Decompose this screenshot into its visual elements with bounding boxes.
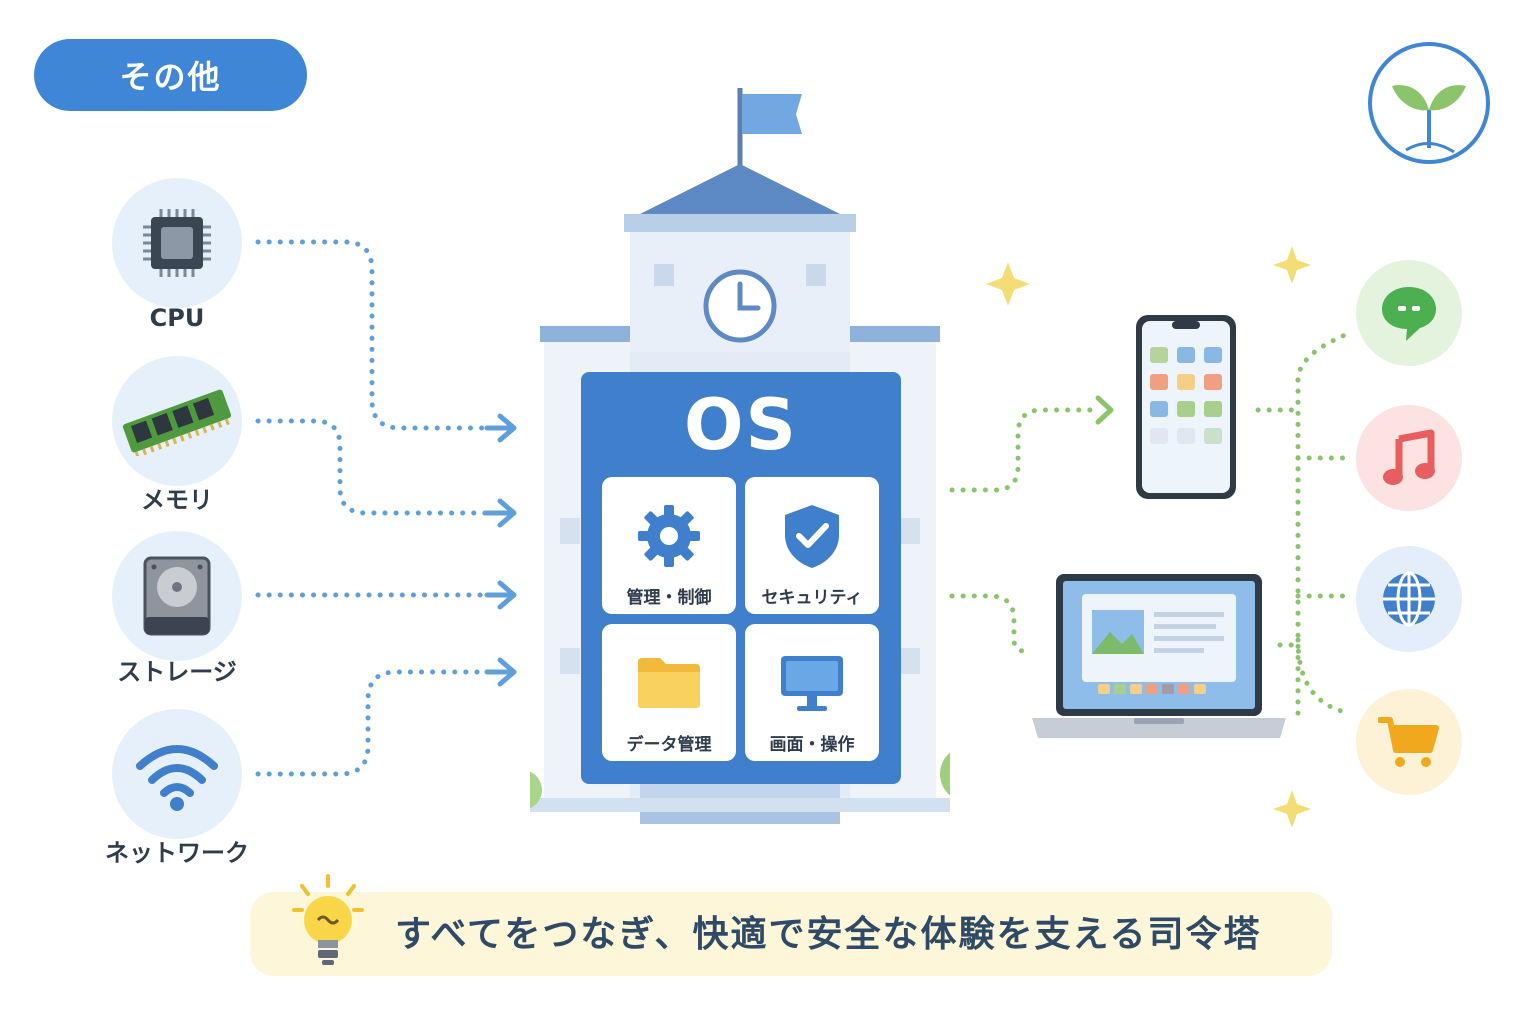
cpu-arrowhead [484, 413, 517, 443]
function-tile-security: セキュリティ [745, 477, 879, 614]
cpu-node [112, 178, 242, 308]
summary-message: すべてをつなぎ、快適で安全な体験を支える司令塔 [395, 914, 1262, 955]
network-label: ネットワーク [105, 839, 249, 867]
shopping-cart-icon [1378, 717, 1439, 767]
function-label-management: 管理・制御 [626, 588, 712, 608]
function-tile-display: 画面・操作 [745, 624, 879, 761]
function-label-display: 画面・操作 [769, 735, 855, 755]
network-arrowhead [484, 657, 517, 687]
memory-module-icon [122, 389, 232, 456]
sparkle-icon [1273, 790, 1311, 828]
category-tag: その他 [34, 39, 307, 111]
music-note-icon [1383, 429, 1435, 485]
hard-disk-icon [143, 556, 211, 636]
globe-icon [1383, 571, 1435, 627]
wifi-icon [136, 745, 218, 811]
cpu-chip-icon [143, 209, 211, 277]
summary-banner [250, 892, 1332, 976]
app-chat [1356, 260, 1462, 366]
chat-branch [1295, 332, 1348, 383]
app-shopping [1356, 689, 1462, 795]
function-tile-data: データ管理 [602, 624, 736, 761]
memory-node [112, 356, 242, 486]
lightbulb-icon [292, 874, 364, 965]
cpu-label: CPU [149, 304, 205, 332]
chat-bubble-icon [1382, 287, 1436, 341]
phone-arrowhead [1095, 395, 1114, 425]
memory-connector [255, 418, 488, 516]
gear-icon [638, 505, 700, 567]
tree-icon [940, 752, 950, 796]
sparkle-icon [1273, 246, 1311, 284]
storage-label: ストレージ [117, 658, 237, 686]
folder-icon [638, 658, 700, 708]
app-music [1356, 405, 1462, 511]
network-connector [255, 669, 488, 777]
app-web [1356, 546, 1462, 652]
os-title: OS [684, 384, 798, 466]
memory-arrowhead [484, 498, 517, 528]
laptop-icon [1032, 574, 1286, 738]
monitor-icon [781, 656, 843, 711]
smartphone-icon [1136, 315, 1236, 499]
storage-node [112, 531, 242, 661]
phone-connector [949, 407, 1098, 493]
sparkle-icon [986, 262, 1030, 306]
sprout-logo-icon [1368, 42, 1490, 164]
function-label-security: セキュリティ [761, 588, 863, 608]
cart-branch [1295, 637, 1348, 715]
network-node [112, 709, 242, 839]
memory-label: メモリ [141, 486, 213, 514]
function-label-data: データ管理 [626, 735, 712, 755]
tree-icon [530, 771, 542, 809]
laptop-connector [949, 593, 1033, 655]
storage-arrowhead [484, 580, 517, 610]
cpu-connector [255, 239, 488, 431]
function-tile-management: 管理・制御 [602, 477, 736, 614]
shield-check-icon [785, 505, 839, 568]
